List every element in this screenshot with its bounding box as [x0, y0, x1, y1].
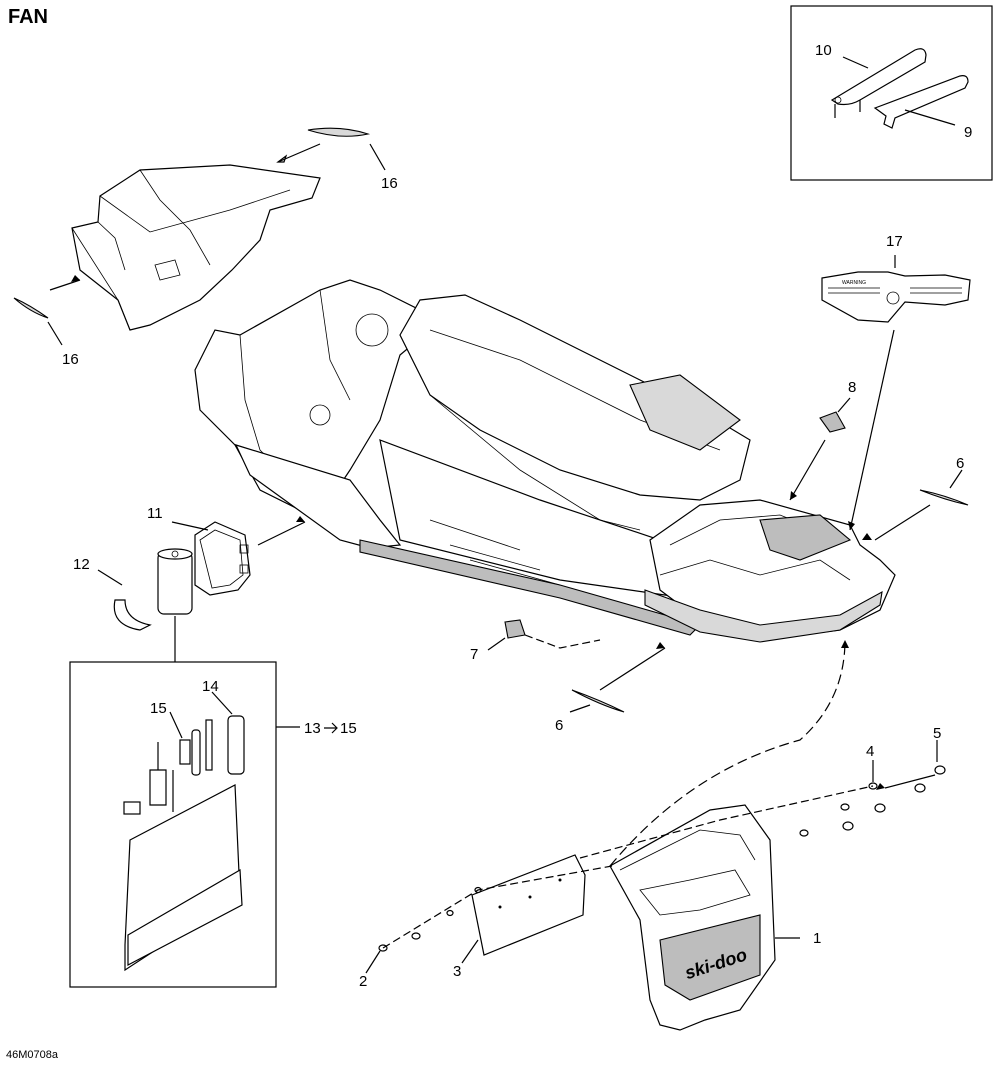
callout-2: 2	[359, 973, 367, 990]
arrowhead-icon	[790, 491, 797, 500]
diagram-title: FAN	[8, 6, 48, 28]
tool-kit-contents	[123, 715, 245, 972]
arrowhead-icon	[848, 521, 855, 530]
callout-15: 15	[150, 700, 167, 717]
callout-17: 17	[886, 233, 903, 250]
callout-13: 13	[304, 720, 321, 737]
callout-1: 1	[813, 930, 821, 947]
callout-6-lower: 6	[555, 717, 563, 734]
callout-13-to: 15	[340, 720, 357, 737]
callout-16-top: 16	[381, 175, 398, 192]
arrowhead-icon	[862, 533, 872, 540]
arrowhead-icon	[876, 783, 885, 790]
warning-label-text: WARNING	[842, 280, 866, 286]
rivets-5	[842, 765, 946, 831]
tool-kit-container	[157, 548, 193, 615]
arrowhead-icon	[71, 275, 80, 282]
nuts-4	[799, 782, 878, 837]
wrench-10	[830, 48, 927, 118]
callout-7: 7	[470, 646, 478, 663]
drawing-code: 46M0708a	[6, 1049, 58, 1061]
decal-6-right	[919, 489, 969, 506]
strap-12	[113, 599, 152, 631]
cover-11	[194, 521, 251, 596]
tool-inset-box	[790, 5, 993, 181]
callout-6-right: 6	[956, 455, 964, 472]
chassis	[194, 279, 896, 643]
callout-4: 4	[866, 743, 874, 760]
decal-6-lower	[571, 689, 625, 713]
callout-16-left: 16	[62, 351, 79, 368]
tool-kit-box	[69, 661, 277, 988]
callout-3: 3	[453, 963, 461, 980]
callout-11: 11	[147, 505, 163, 522]
arrowhead-icon	[296, 516, 305, 522]
callout-12: 12	[73, 556, 90, 573]
clip-7	[504, 619, 526, 639]
decal-16-left	[13, 297, 49, 319]
decal-16-top	[307, 127, 371, 137]
callout-14: 14	[202, 678, 219, 695]
wrench-9	[873, 75, 969, 129]
callout-13-arrow-icon	[324, 722, 338, 734]
callout-8: 8	[848, 379, 856, 396]
warning-label-17: WARNING	[821, 271, 971, 323]
fan-shroud	[71, 164, 321, 331]
callout-10: 10	[815, 42, 832, 59]
arrowhead-icon	[841, 640, 849, 648]
washers-2	[378, 886, 482, 952]
snowflap-1: ski-doo	[609, 804, 776, 1031]
plate-bracket-3	[471, 854, 586, 956]
callout-5: 5	[933, 725, 941, 742]
clip-8	[819, 411, 846, 433]
callout-9: 9	[964, 124, 972, 141]
arrowhead-icon	[656, 642, 665, 649]
